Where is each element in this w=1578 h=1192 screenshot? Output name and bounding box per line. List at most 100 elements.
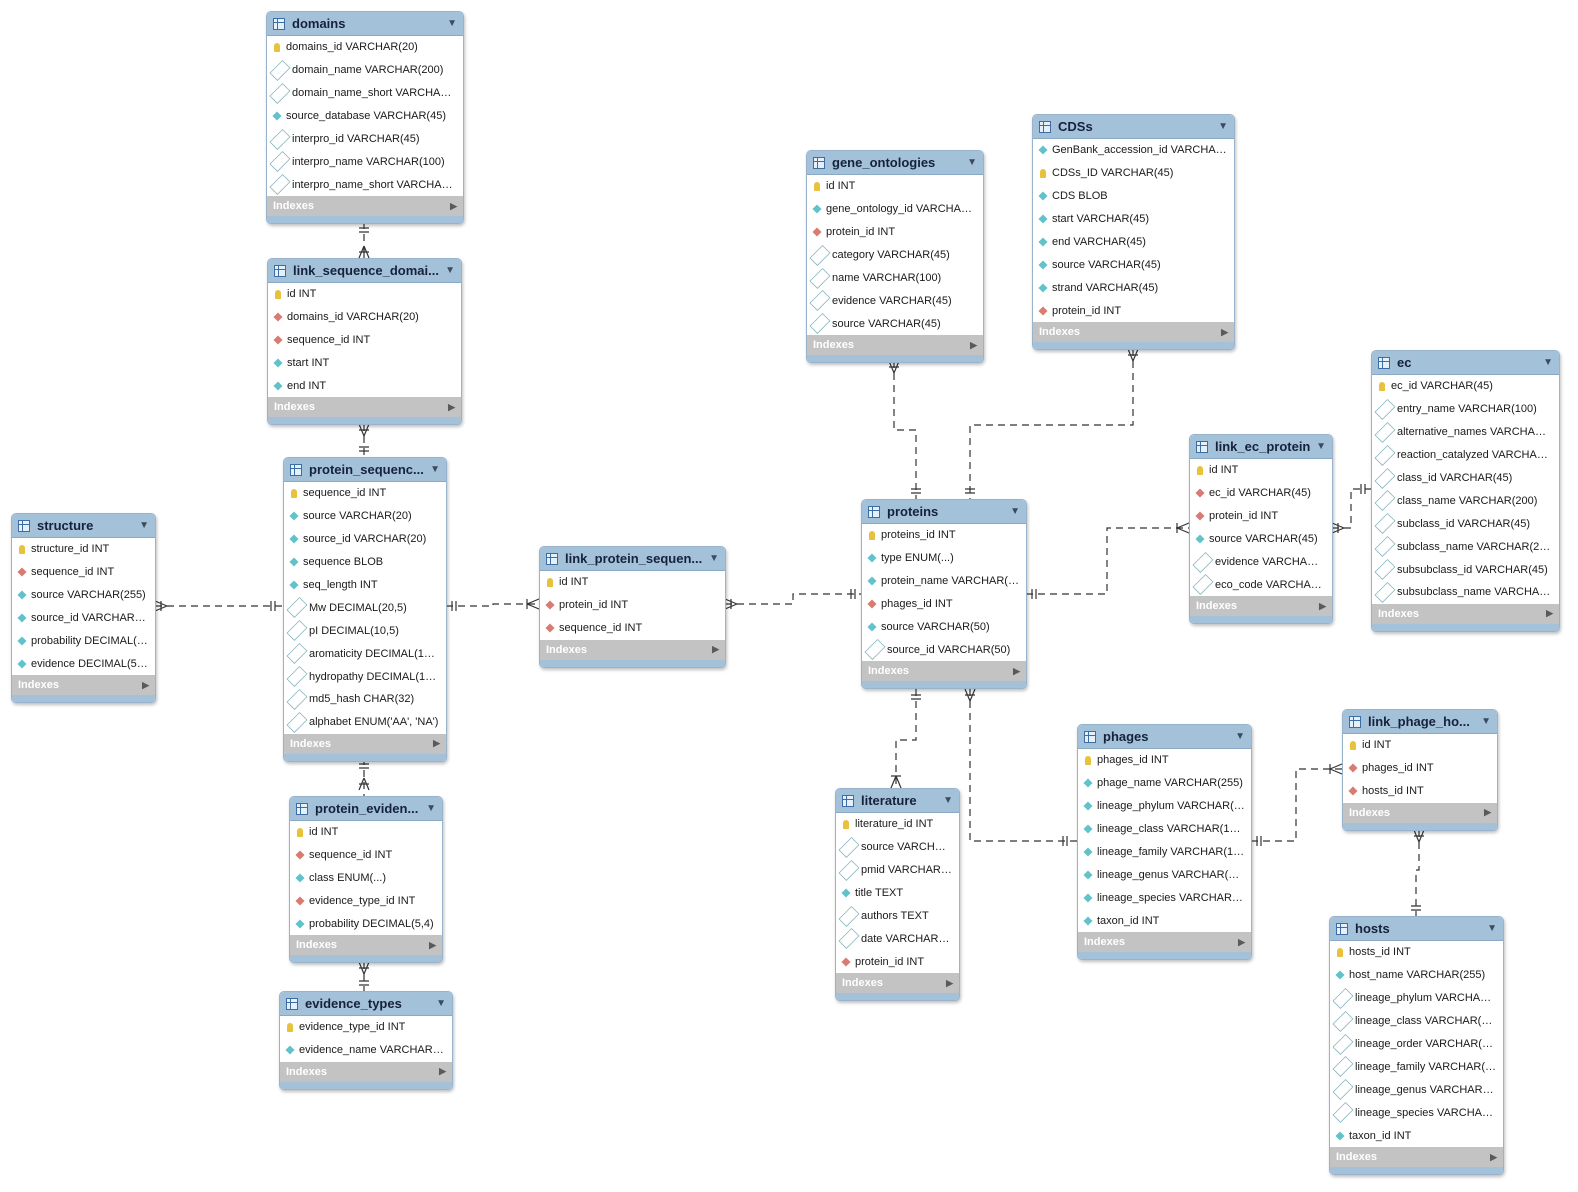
column-row[interactable]: aromaticity DECIMAL(10,5) (284, 642, 446, 665)
column-row[interactable]: type ENUM(...) (862, 547, 1026, 570)
expand-arrow-icon[interactable]: ▶ (1319, 600, 1326, 611)
expand-arrow-icon[interactable]: ▶ (142, 679, 149, 690)
column-row[interactable]: date VARCHAR(10) (836, 927, 959, 950)
indexes-section[interactable]: Indexes▶ (836, 973, 959, 994)
column-row[interactable]: probability DECIMAL(5,4) (12, 630, 155, 653)
table-header[interactable]: proteins▼ (862, 500, 1026, 524)
column-row[interactable]: category VARCHAR(45) (807, 244, 983, 267)
table-header[interactable]: ec▼ (1372, 351, 1559, 375)
column-row[interactable]: id INT (807, 175, 983, 198)
column-row[interactable]: phages_id INT (862, 593, 1026, 616)
expand-arrow-icon[interactable]: ▶ (439, 1066, 446, 1077)
column-row[interactable]: source VARCHAR(20) (284, 505, 446, 528)
column-row[interactable]: source_id VARCHAR(50) (862, 638, 1026, 661)
column-row[interactable]: phage_name VARCHAR(255) (1078, 772, 1251, 795)
column-row[interactable]: protein_id INT (540, 594, 725, 617)
column-row[interactable]: class ENUM(...) (290, 867, 442, 890)
column-row[interactable]: phages_id INT (1078, 749, 1251, 772)
collapse-arrow-icon[interactable]: ▼ (1218, 121, 1228, 132)
table-header[interactable]: protein_eviden...▼ (290, 797, 442, 821)
collapse-arrow-icon[interactable]: ▼ (445, 265, 455, 276)
column-row[interactable]: authors TEXT (836, 905, 959, 928)
table-ec[interactable]: ec▼ec_id VARCHAR(45)entry_name VARCHAR(1… (1371, 350, 1560, 632)
expand-arrow-icon[interactable]: ▶ (1484, 807, 1491, 818)
indexes-section[interactable]: Indexes▶ (1372, 603, 1559, 624)
column-row[interactable]: id INT (268, 283, 461, 306)
collapse-arrow-icon[interactable]: ▼ (426, 803, 436, 814)
column-row[interactable]: hydropathy DECIMAL(10,5) (284, 665, 446, 688)
table-header[interactable]: link_phage_ho...▼ (1343, 710, 1497, 734)
collapse-arrow-icon[interactable]: ▼ (430, 464, 440, 475)
collapse-arrow-icon[interactable]: ▼ (967, 157, 977, 168)
indexes-section[interactable]: Indexes▶ (284, 733, 446, 754)
column-row[interactable]: lineage_genus VARCHAR(255) (1330, 1078, 1503, 1101)
column-row[interactable]: start INT (268, 352, 461, 375)
column-row[interactable]: source VARCHAR(45) (807, 312, 983, 335)
column-row[interactable]: source_id VARCHAR(10... (12, 607, 155, 630)
indexes-section[interactable]: Indexes▶ (268, 397, 461, 418)
column-row[interactable]: id INT (1190, 459, 1332, 482)
column-row[interactable]: Mw DECIMAL(20,5) (284, 596, 446, 619)
collapse-arrow-icon[interactable]: ▼ (1010, 506, 1020, 517)
column-row[interactable]: probability DECIMAL(5,4) (290, 913, 442, 936)
column-row[interactable]: end INT (268, 375, 461, 398)
column-row[interactable]: lineage_class VARCHAR(255) (1330, 1010, 1503, 1033)
collapse-arrow-icon[interactable]: ▼ (1235, 731, 1245, 742)
column-row[interactable]: literature_id INT (836, 813, 959, 836)
column-row[interactable]: CDSs_ID VARCHAR(45) (1033, 162, 1234, 185)
column-row[interactable]: protein_id INT (836, 950, 959, 973)
column-row[interactable]: subsubclass_name VARCHAR(20... (1372, 581, 1559, 604)
column-row[interactable]: taxon_id INT (1078, 909, 1251, 932)
indexes-section[interactable]: Indexes▶ (862, 661, 1026, 682)
column-row[interactable]: evidence_name VARCHAR(10... (280, 1039, 452, 1062)
column-row[interactable]: sequence_id INT (268, 329, 461, 352)
collapse-arrow-icon[interactable]: ▼ (1481, 716, 1491, 727)
column-row[interactable]: subclass_name VARCHAR(200) (1372, 535, 1559, 558)
expand-arrow-icon[interactable]: ▶ (429, 939, 436, 950)
collapse-arrow-icon[interactable]: ▼ (1543, 357, 1553, 368)
column-row[interactable]: ec_id VARCHAR(45) (1190, 482, 1332, 505)
column-row[interactable]: lineage_species VARCHAR(255) (1330, 1101, 1503, 1124)
column-row[interactable]: interpro_id VARCHAR(45) (267, 128, 463, 151)
column-row[interactable]: subclass_id VARCHAR(45) (1372, 512, 1559, 535)
column-row[interactable]: gene_ontology_id VARCHAR(2... (807, 198, 983, 221)
column-row[interactable]: source VARCHAR(45) (1190, 528, 1332, 551)
expand-arrow-icon[interactable]: ▶ (1490, 1151, 1497, 1162)
table-header[interactable]: literature▼ (836, 789, 959, 813)
column-row[interactable]: entry_name VARCHAR(100) (1372, 398, 1559, 421)
column-row[interactable]: source_id VARCHAR(20) (284, 528, 446, 551)
table-header[interactable]: phages▼ (1078, 725, 1251, 749)
column-row[interactable]: phages_id INT (1343, 757, 1497, 780)
indexes-section[interactable]: Indexes▶ (807, 335, 983, 356)
expand-arrow-icon[interactable]: ▶ (450, 200, 457, 211)
column-row[interactable]: hosts_id INT (1343, 780, 1497, 803)
expand-arrow-icon[interactable]: ▶ (1546, 608, 1553, 619)
column-row[interactable]: evidence DECIMAL(5,4) (12, 652, 155, 675)
table-header[interactable]: protein_sequenc...▼ (284, 458, 446, 482)
column-row[interactable]: host_name VARCHAR(255) (1330, 964, 1503, 987)
column-row[interactable]: protein_id INT (1033, 299, 1234, 322)
column-row[interactable]: pI DECIMAL(10,5) (284, 619, 446, 642)
column-row[interactable]: alphabet ENUM('AA', 'NA') (284, 711, 446, 734)
expand-arrow-icon[interactable]: ▶ (1221, 326, 1228, 337)
column-row[interactable]: taxon_id INT (1330, 1124, 1503, 1147)
column-row[interactable]: lineage_phylum VARCHAR(10... (1078, 795, 1251, 818)
column-row[interactable]: sequence_id INT (290, 844, 442, 867)
column-row[interactable]: lineage_phylum VARCHAR(25... (1330, 987, 1503, 1010)
table-header[interactable]: link_sequence_domai...▼ (268, 259, 461, 283)
table-header[interactable]: CDSs▼ (1033, 115, 1234, 139)
column-row[interactable]: lineage_class VARCHAR(100) (1078, 818, 1251, 841)
table-header[interactable]: link_protein_sequen...▼ (540, 547, 725, 571)
column-row[interactable]: interpro_name VARCHAR(100) (267, 150, 463, 173)
table-header[interactable]: evidence_types▼ (280, 992, 452, 1016)
column-row[interactable]: CDS BLOB (1033, 185, 1234, 208)
